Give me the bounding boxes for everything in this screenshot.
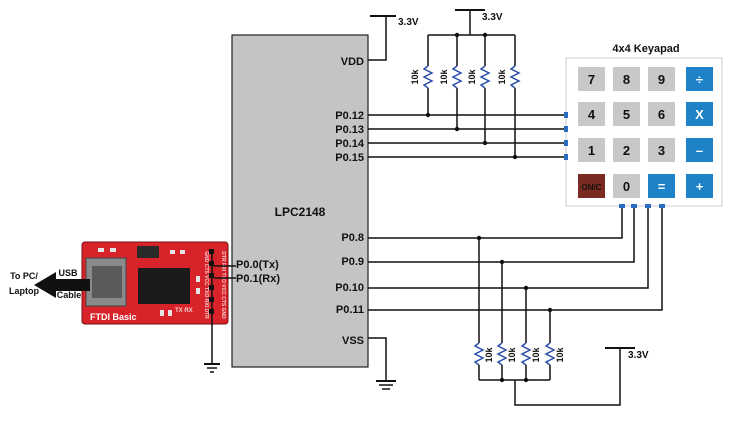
ftdi-label: FTDI Basic: [90, 312, 137, 322]
top-resistor-4-label: 10k: [497, 69, 507, 85]
top-resistor-4: [509, 62, 521, 92]
chip-name: LPC2148: [275, 205, 326, 219]
svg-text:3: 3: [658, 143, 665, 158]
top-resistor-1: [422, 62, 434, 92]
svg-text:X: X: [695, 107, 704, 122]
usb-laptop-label: Laptop: [9, 286, 39, 296]
pin-p0-14-label: P0.14: [335, 138, 365, 150]
svg-text:2: 2: [623, 143, 630, 158]
svg-text:ON/C: ON/C: [582, 183, 602, 192]
key-multiply[interactable]: X: [686, 102, 713, 126]
usb-label: USB: [58, 268, 78, 278]
key-plus[interactable]: +: [686, 174, 713, 198]
key-equals[interactable]: =: [648, 174, 675, 198]
key-9[interactable]: 9: [648, 67, 675, 91]
keypad-row-pins: [564, 112, 568, 160]
svg-text:÷: ÷: [696, 72, 703, 87]
bottom-resistor-4: [544, 342, 556, 380]
top-supply-wire: [427, 9, 516, 62]
svg-text:4: 4: [588, 107, 596, 122]
bottom-resistor-3: [520, 342, 532, 380]
key-5[interactable]: 5: [613, 102, 640, 126]
vdd-supply-wire: [368, 15, 396, 61]
top-resistor-2-label: 10k: [439, 69, 449, 85]
column-junction-dots: [476, 235, 553, 313]
bottom-resistor-2: [496, 342, 508, 380]
usb-cable-label: Cable: [57, 290, 82, 300]
ftdi-board: GND CTS VCC TXO RXI DTR DTR RXI TXO VCC …: [81, 241, 229, 325]
key-3[interactable]: 3: [648, 138, 675, 162]
ftdi-smd-parts: [98, 248, 200, 316]
top-resistor-2: [451, 62, 463, 92]
key-minus[interactable]: –: [686, 138, 713, 162]
svg-text:6: 6: [658, 107, 665, 122]
ftdi-led-labels: TX RX: [175, 308, 193, 314]
lpc2148-chip: [231, 34, 369, 368]
bottom-resistor-1-label: 10k: [484, 347, 494, 363]
top-junction-dots: [454, 32, 488, 38]
key-7[interactable]: 7: [578, 67, 605, 91]
pin-p0-8-label: P0.8: [341, 232, 364, 244]
key-6[interactable]: 6: [648, 102, 675, 126]
bottom-supply-label: 3.3V: [628, 350, 649, 361]
key-4[interactable]: 4: [578, 102, 605, 126]
bottom-resistor-3-label: 10k: [531, 347, 541, 363]
svg-text:9: 9: [658, 72, 665, 87]
bottom-resistor-1: [473, 342, 485, 380]
row-junction-dots: [425, 112, 518, 160]
ftdi-regulator: [137, 246, 159, 258]
pin-p0-13-label: P0.13: [335, 124, 364, 136]
svg-text:+: +: [696, 179, 704, 194]
top-resistor-3-label: 10k: [467, 69, 477, 85]
svg-text:0: 0: [623, 179, 630, 194]
top-resistor-3: [479, 62, 491, 92]
pin-vss-label: VSS: [342, 335, 364, 347]
usb-cable-arrow: [34, 272, 90, 298]
svg-text:7: 7: [588, 72, 595, 87]
svg-text:8: 8: [623, 72, 630, 87]
row-wires: [368, 92, 566, 158]
key-2[interactable]: 2: [613, 138, 640, 162]
vss-ground-wire: [368, 337, 396, 390]
vdd-supply-label: 3.3V: [398, 17, 419, 28]
key-1[interactable]: 1: [578, 138, 605, 162]
bottom-resistor-2-label: 10k: [507, 347, 517, 363]
pin-p0-11-label: P0.11: [336, 304, 364, 316]
keypad-title: 4x4 Keyapad: [612, 43, 679, 55]
pin-p0-10-label: P0.10: [335, 282, 364, 294]
svg-text:5: 5: [623, 107, 630, 122]
key-divide[interactable]: ÷: [686, 67, 713, 91]
ftdi-main-ic: [138, 268, 190, 304]
svg-text:=: =: [658, 179, 666, 194]
pin-tx-label: P0.0(Tx): [236, 259, 279, 271]
keypad-col-pins: [619, 204, 665, 208]
top-supply-label: 3.3V: [482, 12, 503, 23]
pin-vdd-label: VDD: [341, 56, 364, 68]
top-resistor-1-label: 10k: [410, 69, 420, 85]
key-8[interactable]: 8: [613, 67, 640, 91]
ftdi-wires: [204, 250, 236, 373]
usb-to-pc-label: To PC/: [10, 271, 38, 281]
column-wires: [368, 208, 663, 343]
bottom-junction-dots: [499, 377, 529, 383]
bottom-supply-wire: [479, 347, 635, 406]
pin-p0-12-label: P0.12: [335, 110, 364, 122]
svg-text:–: –: [696, 143, 703, 158]
key-on-clear[interactable]: ON/C: [578, 174, 605, 198]
pin-p0-9-label: P0.9: [341, 256, 364, 268]
pin-rx-label: P0.1(Rx): [236, 273, 280, 285]
ftdi-silk-bottom: DTR RXI TXO VCC CTS GND: [220, 251, 226, 319]
ftdi-silk-top: GND CTS VCC TXO RXI DTR: [203, 251, 209, 319]
pin-p0-15-label: P0.15: [335, 152, 364, 164]
bottom-resistor-4-label: 10k: [555, 347, 565, 363]
svg-text:1: 1: [588, 143, 595, 158]
key-0[interactable]: 0: [613, 174, 640, 198]
